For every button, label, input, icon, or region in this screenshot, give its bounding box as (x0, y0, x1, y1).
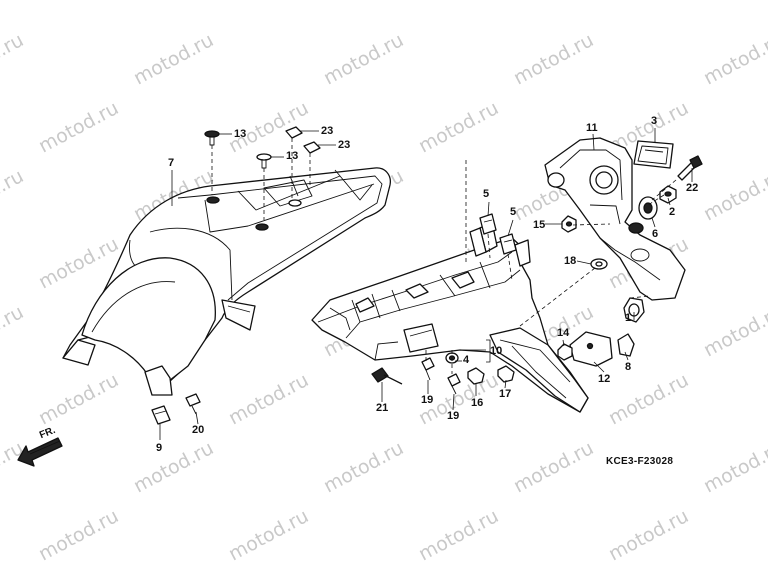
nut-part-17 (497, 365, 515, 383)
callout-5-upper: 5 (483, 188, 490, 200)
nut-part-16 (467, 367, 485, 385)
callout-6: 6 (652, 228, 659, 240)
clip-part-23a (285, 126, 303, 139)
callout-7: 7 (168, 157, 175, 169)
nut-part-2 (659, 185, 677, 204)
callout-3: 3 (651, 115, 658, 127)
callout-19-right: 19 (447, 410, 460, 422)
callout-12: 12 (598, 373, 611, 385)
diagram-code: KCE3-F23028 (606, 456, 674, 467)
reflector-part-3 (633, 140, 674, 169)
callout-1: 1 (625, 312, 632, 324)
nut-part-14 (557, 343, 573, 361)
callout-14: 14 (557, 327, 570, 339)
callout-10: 10 (490, 345, 503, 357)
callout-23-lower: 23 (338, 139, 351, 151)
cushion-part-8 (617, 333, 635, 357)
bolt-part-22 (677, 155, 703, 181)
callout-23-upper: 23 (321, 125, 334, 137)
callout-17: 17 (499, 388, 512, 400)
callout-11: 11 (586, 122, 598, 134)
callout-22: 22 (686, 182, 699, 194)
callout-9: 9 (156, 442, 163, 454)
front-direction-arrow-icon (17, 437, 63, 467)
screw-part-20 (185, 393, 201, 415)
clip-part-23b (303, 141, 321, 154)
callout-21: 21 (376, 402, 389, 414)
nut-part-15 (561, 215, 577, 233)
bolt-part-19a (421, 357, 435, 381)
callout-20: 20 (192, 424, 205, 436)
washer-part-18 (590, 258, 608, 270)
callout-15: 15 (533, 219, 546, 231)
callout-19-left: 19 (421, 394, 434, 406)
callout-leaders (159, 128, 693, 440)
callout-4: 4 (463, 354, 470, 366)
clip-part-9 (151, 405, 171, 425)
callout-18: 18 (564, 255, 577, 267)
license-bracket-part-11 (544, 137, 686, 301)
callout-13-lower: 13 (286, 150, 299, 162)
callout-8: 8 (625, 361, 632, 373)
rear-fender-part-7: VARADERO (62, 139, 414, 396)
fender-logo-mark: VARADERO (363, 139, 414, 166)
bolt-part-21 (371, 367, 403, 385)
assembly-guide-lines (211, 138, 677, 374)
callout-16: 16 (471, 397, 484, 409)
callout-5-lower: 5 (510, 206, 517, 218)
bracket-plate-part-12 (569, 331, 613, 367)
callout-2: 2 (669, 206, 676, 218)
callout-13-upper: 13 (234, 128, 247, 140)
bolt-part-19b (447, 373, 461, 395)
screw-part-13b (256, 153, 272, 169)
grommet-part-6 (638, 196, 658, 220)
inner-fender-part-10 (311, 221, 589, 413)
screw-part-13a (204, 130, 220, 146)
